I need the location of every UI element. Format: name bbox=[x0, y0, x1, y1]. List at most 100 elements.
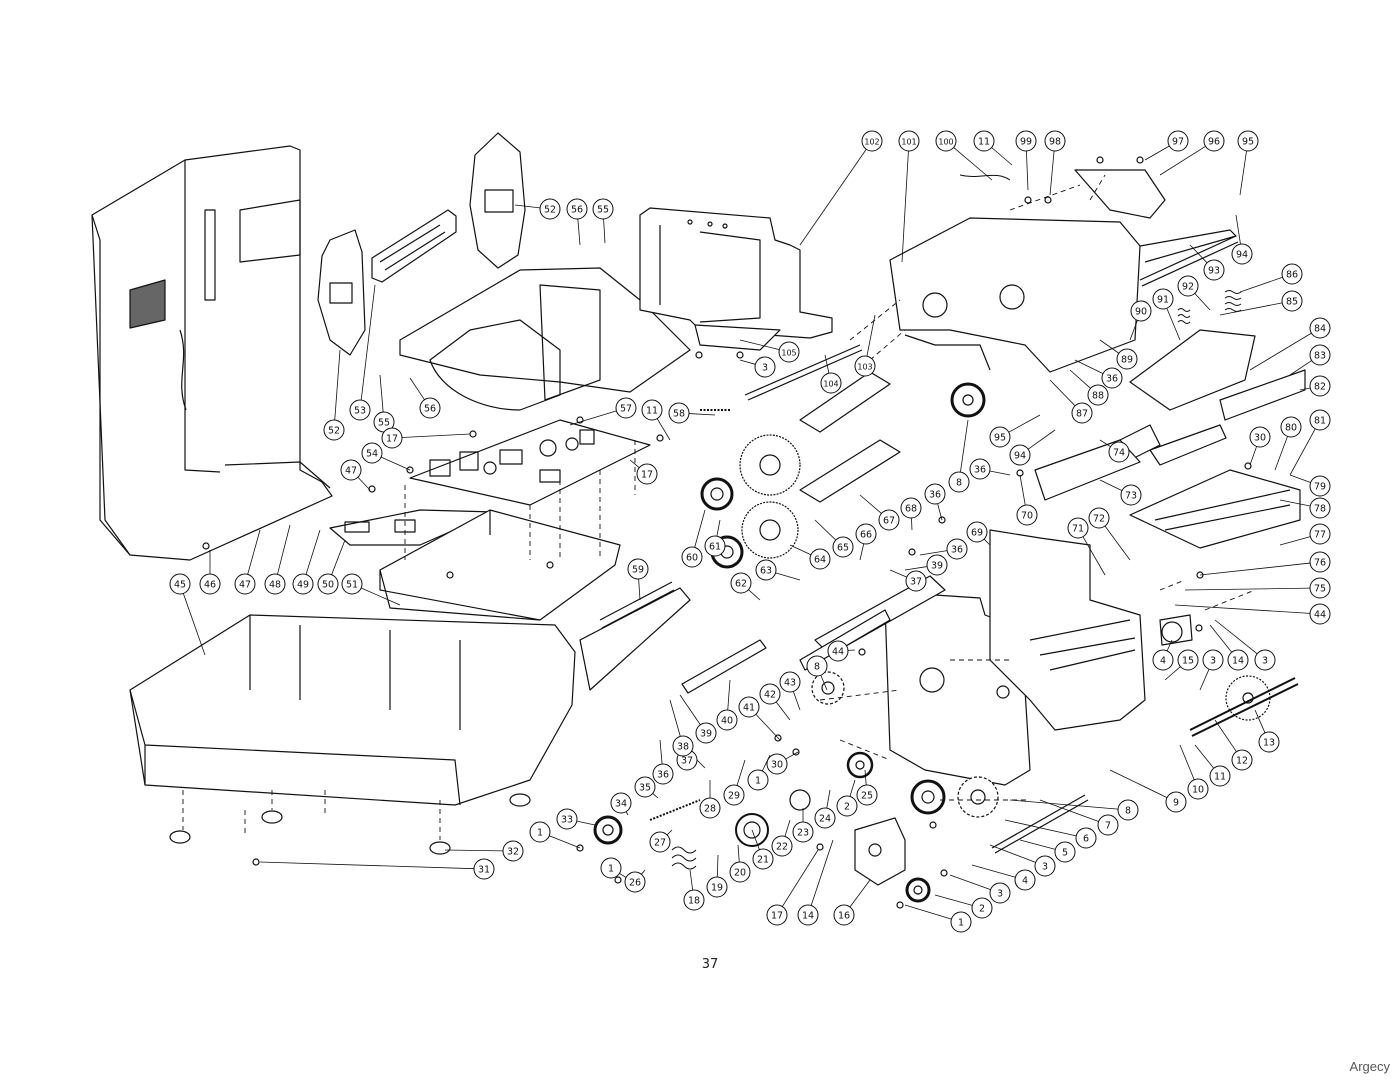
callout-c49: 49 bbox=[292, 573, 314, 595]
callout-number: 86 bbox=[1286, 270, 1298, 281]
callout-c56a: 56 bbox=[566, 198, 588, 220]
callout-number: 30 bbox=[771, 760, 783, 771]
callout-circle bbox=[1152, 649, 1174, 671]
callout-number: 97 bbox=[1172, 137, 1184, 148]
callout-number: 58 bbox=[673, 409, 685, 420]
callout-number: 36 bbox=[929, 490, 941, 501]
leader-line-c30a bbox=[1249, 446, 1258, 466]
callout-number: 71 bbox=[1072, 524, 1084, 535]
leader-line-c36a bbox=[1074, 359, 1104, 374]
callout-circle bbox=[989, 426, 1011, 448]
leader-line-c84 bbox=[1249, 332, 1312, 371]
callout-circle bbox=[1231, 243, 1253, 265]
bottom-base bbox=[129, 614, 576, 855]
callout-number: 63 bbox=[760, 566, 772, 577]
callout-circle bbox=[833, 904, 855, 926]
callout-circle bbox=[1165, 791, 1187, 813]
callout-circle bbox=[779, 671, 801, 693]
callout-c21: 21 bbox=[752, 848, 774, 870]
leader-line-c65 bbox=[814, 519, 837, 541]
callout-number: 19 bbox=[711, 883, 723, 894]
callout-circle bbox=[1258, 731, 1280, 753]
callout-number: 77 bbox=[1314, 530, 1326, 541]
callout-number: 42 bbox=[764, 690, 776, 701]
callout-circle bbox=[641, 399, 663, 421]
callout-circle bbox=[747, 769, 769, 791]
callout-c51: 51 bbox=[341, 573, 363, 595]
callout-number: 44 bbox=[832, 647, 844, 658]
callout-circle bbox=[317, 573, 339, 595]
callout-circle bbox=[341, 573, 363, 595]
callout-circle bbox=[1071, 402, 1093, 424]
callout-number: 89 bbox=[1121, 355, 1133, 366]
assembly-guide-lines bbox=[182, 174, 1256, 840]
callout-number: 76 bbox=[1314, 558, 1326, 569]
lower-chassis bbox=[884, 529, 1146, 786]
callout-circle bbox=[1254, 649, 1276, 671]
leader-line-c21 bbox=[751, 829, 760, 850]
callout-c86: 86 bbox=[1281, 263, 1303, 285]
callout-circle bbox=[473, 858, 495, 880]
leader-line-c5 bbox=[1019, 839, 1056, 850]
callout-circle bbox=[592, 198, 614, 220]
media-holder-left bbox=[317, 209, 457, 356]
callout-c60: 60 bbox=[681, 546, 703, 568]
callout-circle bbox=[723, 784, 745, 806]
gears bbox=[593, 382, 1271, 903]
leader-line-c11a bbox=[991, 147, 1013, 166]
callout-c5: 5 bbox=[1054, 841, 1076, 863]
callout-circle bbox=[636, 463, 658, 485]
leader-line-c100 bbox=[953, 147, 993, 181]
callout-circle bbox=[615, 397, 637, 419]
callout-c75: 75 bbox=[1309, 577, 1331, 599]
callout-circle bbox=[926, 554, 948, 576]
callout-c82: 82 bbox=[1309, 375, 1331, 397]
leader-line-c81 bbox=[1289, 428, 1316, 476]
callout-number: 3 bbox=[1042, 862, 1048, 873]
callout-number: 18 bbox=[688, 896, 700, 907]
leader-line-c52b bbox=[334, 349, 341, 421]
callout-c9: 9 bbox=[1165, 791, 1187, 813]
callout-number: 75 bbox=[1314, 584, 1326, 595]
callout-circle bbox=[989, 882, 1011, 904]
callout-c1a: 1 bbox=[529, 821, 551, 843]
callout-circle bbox=[634, 776, 656, 798]
callout-c102: 102 bbox=[861, 130, 883, 152]
callout-c44b: 44 bbox=[827, 640, 849, 662]
callout-circle bbox=[381, 427, 403, 449]
callout-c11c: 11 bbox=[1209, 765, 1231, 787]
leader-line-c71 bbox=[1082, 536, 1106, 576]
callout-circle bbox=[716, 709, 738, 731]
callout-number: 11 bbox=[646, 406, 658, 417]
callout-circle bbox=[1309, 475, 1331, 497]
callout-c19: 19 bbox=[706, 876, 728, 898]
callout-c57: 57 bbox=[615, 397, 637, 419]
callout-circle bbox=[1177, 275, 1199, 297]
callout-c74: 74 bbox=[1108, 441, 1130, 463]
parts-artwork bbox=[91, 132, 1306, 909]
callout-number: 55 bbox=[378, 418, 390, 429]
callout-c12: 12 bbox=[1231, 749, 1253, 771]
callout-c71: 71 bbox=[1067, 517, 1089, 539]
callout-circle bbox=[323, 419, 345, 441]
callout-number: 39 bbox=[700, 729, 712, 740]
leader-line-c14b bbox=[1209, 624, 1233, 653]
callout-circle bbox=[361, 442, 383, 464]
callout-circle bbox=[529, 821, 551, 843]
callout-number: 12 bbox=[1236, 756, 1248, 767]
callout-c22: 22 bbox=[771, 835, 793, 857]
callout-circle bbox=[827, 640, 849, 662]
leader-line-c3c bbox=[949, 874, 991, 890]
callout-number: 34 bbox=[615, 799, 627, 810]
leader-line-c60 bbox=[694, 509, 706, 548]
callout-number: 4 bbox=[1022, 876, 1028, 887]
callout-circle bbox=[1120, 484, 1142, 506]
callout-c45: 45 bbox=[169, 573, 191, 595]
callout-circle bbox=[1309, 497, 1331, 519]
callout-circle bbox=[1203, 259, 1225, 281]
callout-number: 21 bbox=[757, 855, 769, 866]
leader-line-c62 bbox=[748, 589, 761, 601]
callout-c95a: 95 bbox=[1237, 130, 1259, 152]
leader-line-c4b bbox=[1166, 639, 1173, 652]
